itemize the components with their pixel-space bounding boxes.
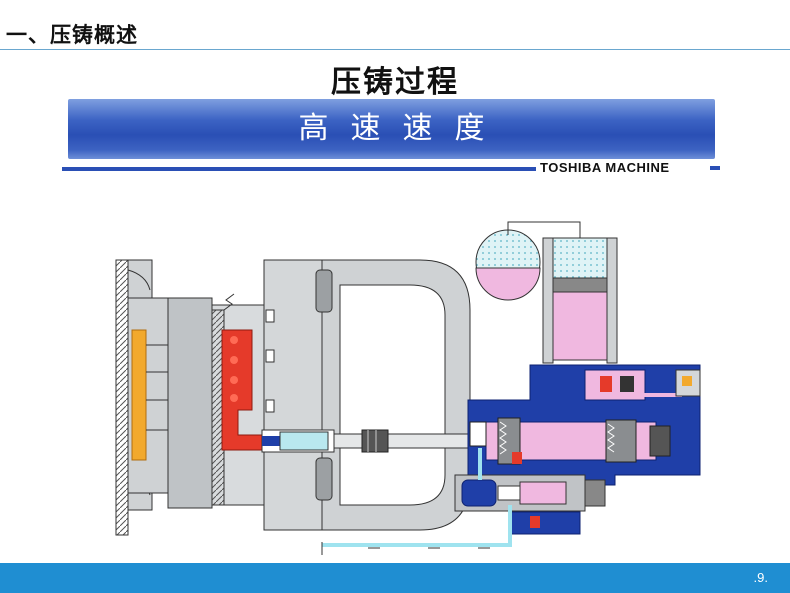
page-title: 压铸过程 (331, 65, 459, 100)
footer-bar: .9. (0, 563, 790, 593)
banner-label: 高速速度 (298, 111, 507, 146)
accumulator (475, 221, 618, 364)
injection-cylinder (467, 364, 701, 486)
control-valves (454, 369, 701, 535)
section-title: 一、压铸概述 (6, 23, 138, 47)
fixed-die (127, 297, 213, 509)
title-divider (0, 49, 790, 50)
page-number: .9. (753, 570, 768, 585)
moving-die (211, 293, 265, 506)
speed-banner: 高速速度 (68, 99, 715, 159)
brand-label: TOSHIBA MACHINE (540, 160, 670, 175)
brand-line (62, 167, 536, 171)
brand-dash (710, 166, 720, 170)
machine-frame (263, 259, 471, 531)
return-flow-lines (321, 448, 512, 555)
die-casting-machine-diagram (115, 221, 701, 555)
